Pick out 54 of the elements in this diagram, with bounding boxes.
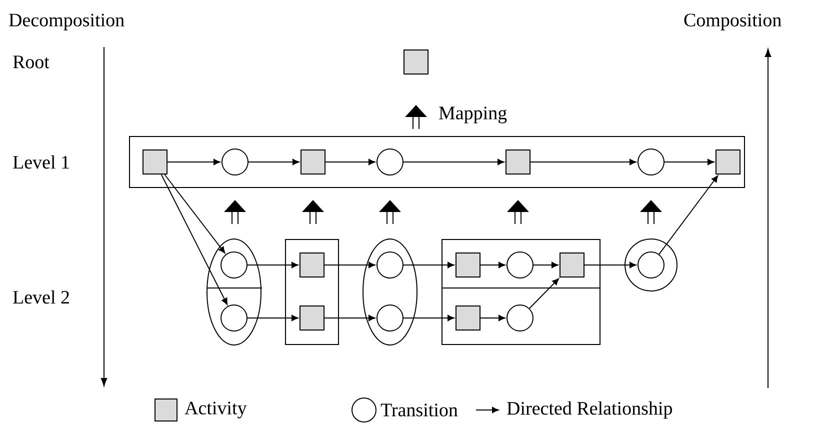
transition-circle [376, 148, 404, 176]
arrow [533, 262, 558, 268]
activity-square [404, 50, 428, 74]
transition-circle [220, 252, 248, 278]
arrow [248, 158, 300, 166]
group-ellipse [362, 238, 418, 346]
arrow [403, 262, 454, 268]
arrow [325, 158, 376, 166]
arrow [324, 262, 376, 268]
arrow [403, 158, 504, 166]
arrow [584, 262, 636, 268]
arrow [528, 278, 559, 309]
transition-circle [638, 252, 664, 278]
arrow [167, 158, 220, 166]
legend-label: Directed Relationship [507, 401, 672, 419]
arrow [480, 314, 506, 322]
level-label: Root [13, 56, 50, 68]
activity-square [716, 150, 740, 174]
legend-label: Mapping [439, 106, 507, 124]
transition-circle [506, 252, 534, 278]
transition-circle [506, 304, 534, 332]
transition-circle [220, 304, 248, 332]
transition-circle [222, 148, 248, 176]
transition-circle [376, 252, 404, 278]
level-label: Level 1 [13, 155, 69, 169]
group-ellipse [206, 238, 262, 346]
activity-square [300, 306, 324, 330]
legend-label: Transition [380, 404, 458, 416]
arrow [247, 314, 298, 322]
legend-label: Activity [184, 402, 247, 418]
activity-square [456, 306, 480, 330]
arrow [530, 158, 636, 166]
activity-square [560, 252, 584, 278]
activity-square [300, 150, 326, 174]
transition-circle [376, 304, 404, 332]
arrow [160, 174, 228, 305]
group-box [442, 239, 600, 345]
level-label: Level 2 [13, 290, 69, 304]
arrow [658, 175, 718, 255]
arrow [664, 158, 714, 166]
group-box [285, 239, 339, 345]
axis-label: Composition [684, 14, 782, 30]
arrow [324, 314, 376, 322]
axis-label: Decomposition [9, 14, 124, 30]
arrow [164, 174, 226, 254]
group-box [129, 136, 745, 188]
activity-square [142, 150, 168, 174]
arrow [480, 262, 506, 268]
transition-circle [638, 148, 664, 176]
arrow [403, 314, 454, 322]
arrow [247, 262, 298, 268]
activity-square [300, 252, 324, 278]
activity-square [456, 252, 480, 278]
activity-square [506, 150, 530, 174]
